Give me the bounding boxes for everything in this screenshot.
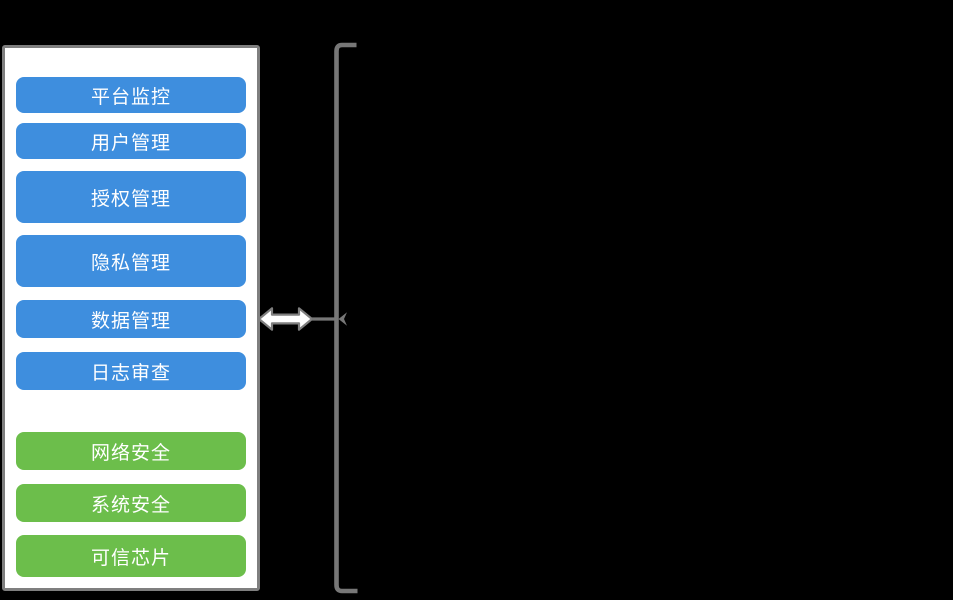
brace-middle-point bbox=[338, 312, 347, 326]
btn-system-security-label: 系统安全 bbox=[90, 494, 171, 516]
btn-user-management-label: 用户管理 bbox=[90, 132, 171, 154]
left-brace-icon bbox=[334, 42, 358, 594]
btn-data-management-label: 数据管理 bbox=[90, 310, 171, 332]
btn-log-audit-label: 日志审查 bbox=[90, 362, 171, 384]
left-right-arrow-icon bbox=[257, 307, 314, 331]
btn-log-audit[interactable]: 日志审查 bbox=[16, 352, 246, 390]
btn-authorization-management[interactable]: 授权管理 bbox=[16, 171, 246, 223]
btn-trusted-chip[interactable]: 可信芯片 bbox=[16, 535, 246, 577]
btn-network-security[interactable]: 网络安全 bbox=[16, 432, 246, 470]
btn-authorization-management-label: 授权管理 bbox=[90, 188, 171, 210]
management-panel: 平台监控 用户管理 授权管理 隐私管理 数据管理 日志审查 网络安全 系统安全 … bbox=[2, 45, 260, 591]
btn-platform-monitoring[interactable]: 平台监控 bbox=[16, 77, 246, 113]
btn-network-security-label: 网络安全 bbox=[90, 442, 171, 464]
btn-system-security[interactable]: 系统安全 bbox=[16, 484, 246, 522]
btn-privacy-management[interactable]: 隐私管理 bbox=[16, 235, 246, 287]
btn-trusted-chip-label: 可信芯片 bbox=[90, 547, 171, 569]
btn-platform-monitoring-label: 平台监控 bbox=[90, 86, 171, 108]
btn-user-management[interactable]: 用户管理 bbox=[16, 123, 246, 159]
btn-data-management[interactable]: 数据管理 bbox=[16, 300, 246, 338]
btn-privacy-management-label: 隐私管理 bbox=[90, 252, 171, 274]
